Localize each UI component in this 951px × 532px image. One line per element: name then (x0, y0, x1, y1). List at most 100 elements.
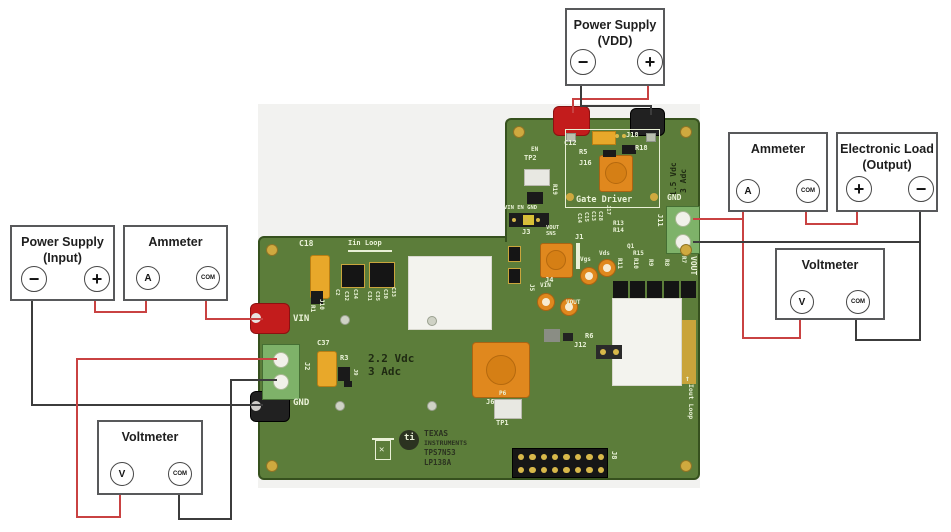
board-label: J6 (486, 398, 495, 406)
j2-hole-bottom (273, 374, 289, 390)
board-label: TPS7N53 (424, 448, 456, 457)
board-label: VOUT (546, 225, 560, 231)
board-label: Vds (599, 250, 610, 257)
via (427, 401, 437, 411)
j8-pins (551, 466, 559, 474)
resistor-r18 (622, 145, 636, 154)
via (335, 401, 345, 411)
via (340, 315, 350, 325)
jack-hole (251, 401, 261, 411)
board-label: R11 (616, 258, 623, 269)
box-power-supply-vdd: Power Supply(VDD)−+ (565, 8, 665, 86)
board-label: R13 (613, 220, 624, 227)
board-label: R5 (579, 148, 588, 156)
wire-ammeter-com-to-eload-plus (805, 211, 858, 225)
board-label: J2 (303, 362, 311, 371)
plus-terminal: + (637, 49, 663, 75)
box-title-line: (Input) (43, 251, 82, 266)
com-terminal: COM (196, 266, 220, 290)
trimmer-j6 (472, 342, 530, 398)
output-resistor-row (664, 281, 679, 298)
board-label: J16 (579, 159, 592, 167)
board-label: Vgs (580, 256, 591, 263)
output-resistor-row (613, 281, 628, 298)
board-label: C13 (590, 211, 596, 221)
header-pins (523, 217, 529, 223)
mount-pad (513, 126, 525, 138)
j8-header (512, 448, 608, 478)
terminal-symbol: COM (173, 471, 187, 477)
mount-pad (266, 460, 278, 472)
board-label: J11 (656, 214, 664, 227)
mount-pad (680, 244, 692, 256)
ic (369, 262, 395, 288)
j8-pins (597, 466, 605, 474)
a-terminal: A (136, 266, 160, 290)
j1-marker (576, 243, 580, 269)
ic (341, 264, 365, 288)
terminal-symbol: − (915, 178, 927, 199)
a-terminal: A (736, 179, 760, 203)
board-label: TP1 (496, 419, 509, 427)
box-title-line: Ammeter (148, 235, 203, 249)
board-label: J1 (575, 233, 584, 241)
resistor (603, 150, 616, 157)
output-resistor-row (647, 281, 662, 298)
pad (646, 133, 656, 142)
board-label: J9 (352, 369, 358, 376)
box-title: Voltmeter (99, 429, 201, 445)
part-j9 (344, 381, 352, 387)
j8-pins (586, 466, 593, 474)
board-label: 1.5 Vdc (669, 162, 678, 196)
board-label: C30 (382, 289, 388, 299)
board-label: VIN (293, 314, 310, 324)
board-label: VIN (540, 282, 551, 289)
board-label: C14 (576, 213, 582, 223)
j8-pins (540, 466, 548, 474)
j18-pins (615, 134, 619, 138)
terminal-symbol: COM (201, 275, 215, 281)
capacitor (592, 131, 616, 145)
sma-center (565, 303, 573, 311)
box-title-line: Electronic Load (840, 142, 934, 156)
weee-bin-lid (372, 438, 394, 440)
box-title: Ammeter (730, 141, 826, 157)
com-terminal: COM (846, 290, 870, 314)
gold-pad (650, 193, 658, 201)
mount-pad (266, 244, 278, 256)
board-label: TEXAS (424, 429, 449, 438)
iout-loop-strip (682, 320, 696, 384)
box-title: Electronic Load(Output) (838, 141, 936, 174)
capacitor (508, 246, 521, 262)
board-label: TP2 (524, 154, 537, 162)
board-label: C2 (334, 289, 340, 296)
board-label: R7 (680, 256, 687, 264)
board-label: GND (667, 193, 682, 202)
board-label: Q1 (627, 243, 635, 250)
box-title: Power Supply(Input) (12, 234, 113, 267)
minus-terminal: − (21, 266, 47, 292)
ic-gray (544, 329, 560, 342)
part-r3 (338, 367, 350, 381)
sma-center (603, 264, 611, 272)
j8-pins (529, 453, 536, 461)
board-label: SNS (546, 231, 556, 237)
trimmer-dial (546, 250, 566, 270)
box-title-line: Voltmeter (801, 258, 859, 272)
board-label: Iin Loop (348, 239, 382, 247)
board-label: R9 (647, 259, 654, 267)
minus-terminal: − (570, 49, 596, 75)
header-pins (511, 217, 517, 223)
board-label: R10 (632, 258, 639, 269)
sma-center (585, 272, 593, 280)
cap-c37 (317, 351, 337, 387)
terminal-symbol: − (577, 51, 589, 72)
board-label: ti (404, 433, 415, 443)
board-label: R8 (663, 259, 670, 267)
board-label: VOUT (566, 299, 581, 306)
wire-psinput-minus-to-gnd-jack (31, 300, 263, 406)
j12-pins (613, 349, 619, 355)
